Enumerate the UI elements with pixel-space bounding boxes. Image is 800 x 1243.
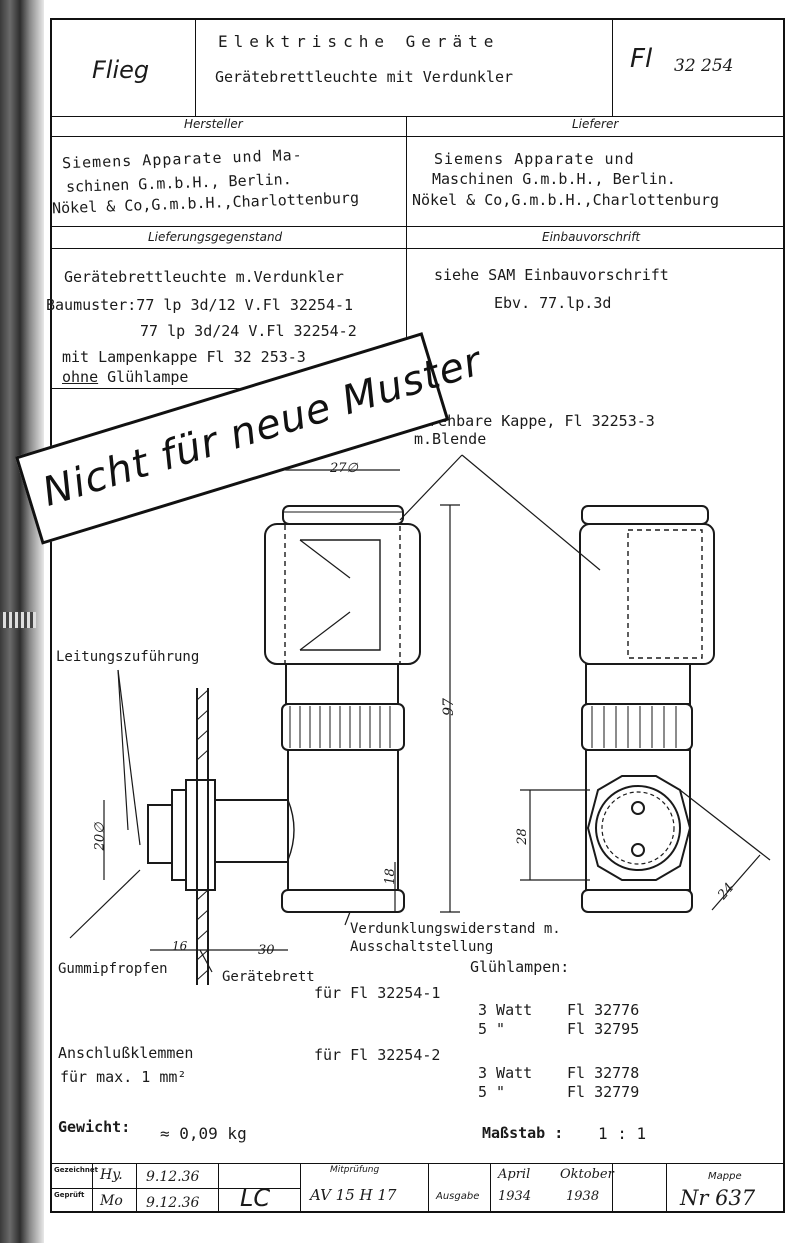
lamp-row-3-watt: 3 Watt: [478, 1064, 533, 1082]
ausgabe-month-1: April: [498, 1167, 531, 1182]
label-rule-2: [50, 248, 785, 249]
footer-sig-1: Hy.: [100, 1167, 123, 1183]
lieferer-line-3: Nökel & Co,G.m.b.H.,Charlottenburg: [412, 191, 720, 209]
footer-col-4: [300, 1163, 301, 1213]
dim-16: 16: [172, 939, 188, 953]
binder-mark: [0, 612, 36, 628]
section-rule-2: [50, 226, 785, 227]
header-divider-1: [195, 18, 196, 116]
lamps-heading: Glühlampen:: [470, 958, 570, 976]
item-line-5-rest: Glühlampe: [98, 368, 189, 386]
ausgabe-year-1: 1934: [498, 1189, 532, 1204]
mitpruefung-label: Mitprüfung: [330, 1165, 380, 1175]
massstab-value: 1 : 1: [598, 1124, 647, 1143]
document-title: Gerätebrettleuchte mit Verdunkler: [215, 68, 514, 86]
dim-97: 97: [440, 698, 457, 716]
hersteller-label: Hersteller: [184, 117, 243, 131]
gewicht-value: ≈ 0,09 kg: [160, 1124, 247, 1143]
mappe-value: Nr 637: [680, 1186, 756, 1210]
code-number: 32 254: [674, 56, 734, 76]
lamp-row-4-part: Fl 32779: [567, 1083, 640, 1101]
dim-30: 30: [258, 943, 275, 958]
ausgabe-month-2: Oktober: [560, 1167, 614, 1182]
footer-col-1: [92, 1163, 93, 1213]
lamps-group1-for: für Fl 32254-1: [314, 984, 441, 1002]
lieferungsgegenstand-label: Lieferungsgegenstand: [148, 230, 283, 244]
footer-date-1: 9.12.36: [146, 1169, 200, 1185]
lamp-row-2-watt: 5 ": [478, 1020, 506, 1038]
lamp-row-1-watt: 3 Watt: [478, 1001, 533, 1019]
category-title: Elektrische Geräte: [218, 32, 500, 51]
einbau-line-2: Ebv. 77.lp.3d: [494, 294, 612, 312]
dim-28: 28: [514, 828, 530, 845]
footer-col-5: [428, 1163, 429, 1213]
lieferer-line-2: Maschinen G.m.b.H., Berlin.: [432, 170, 676, 188]
footer-sig-2: Mo: [100, 1193, 123, 1209]
lamp-row-2-part: Fl 32795: [567, 1020, 640, 1038]
ohne-underlined: ohne: [62, 368, 99, 386]
einbau-line-1: siehe SAM Einbauvorschrift: [434, 266, 669, 284]
mitpruefung-signature: AV 15 H 17: [310, 1186, 397, 1204]
label-verdunklung-2: Ausschaltstellung: [350, 939, 494, 955]
item-line-5: ohne Glühlampe: [62, 370, 188, 385]
einbauvorschrift-label: Einbauvorschrift: [542, 230, 641, 244]
item-line-4: mit Lampenkappe Fl 32 253-3: [62, 348, 306, 366]
dim-27: 27∅: [330, 461, 358, 476]
header-divider-2: [612, 18, 613, 116]
code-prefix: Fl: [630, 44, 653, 74]
label-verdunklung-1: Verdunklungswiderstand m.: [350, 921, 561, 937]
callout-cap-line-1: drehbare Kappe, Fl 32253-3: [420, 412, 655, 430]
footer-row1-label: Gezeichnet: [54, 1166, 98, 1174]
lieferer-label: Lieferer: [572, 117, 619, 131]
dim-20: 20∅: [92, 822, 108, 851]
item-line-3: 77 lp 3d/24 V.Fl 32254-2: [140, 322, 357, 340]
gewicht-label: Gewicht:: [58, 1118, 131, 1136]
anschluss-line-2: für max. 1 mm²: [60, 1068, 187, 1086]
label-gummipfropfen: Gummipfropfen: [58, 961, 168, 977]
section-rule-3: [50, 388, 406, 389]
ausgabe-year-2: 1938: [566, 1189, 600, 1204]
label-rule-1: [50, 136, 785, 137]
footer-date-2: 9.12.36: [146, 1195, 200, 1211]
footer-col-8: [666, 1163, 667, 1213]
center-divider: [406, 116, 407, 388]
label-geraetebrett: Gerätebrett: [222, 969, 315, 985]
lamp-row-3-part: Fl 32778: [567, 1064, 640, 1082]
footer-col-2: [136, 1163, 137, 1213]
footer-col-3: [218, 1163, 219, 1213]
lamp-row-4-watt: 5 ": [478, 1083, 506, 1101]
dim-18: 18: [382, 868, 398, 885]
footer-initials: LC: [240, 1184, 271, 1212]
footer-mid-rule: [50, 1188, 300, 1189]
anschluss-line-1: Anschlußklemmen: [58, 1044, 194, 1062]
callout-cap-line-2: m.Blende: [414, 430, 487, 448]
footer-top-rule: [50, 1163, 785, 1164]
item-line-2: Baumuster:77 lp 3d/12 V.Fl 32254-1: [46, 296, 354, 314]
company-name: Flieg: [92, 56, 150, 84]
header-bottom-rule: [50, 116, 785, 117]
lieferer-line-1: Siemens Apparate und: [434, 150, 635, 168]
item-line-1: Gerätebrettleuchte m.Verdunkler: [64, 268, 344, 286]
lamps-group2-for: für Fl 32254-2: [314, 1046, 441, 1064]
label-leitungszufuehrung: Leitungszuführung: [56, 649, 200, 665]
ausgabe-label: Ausgabe: [436, 1191, 480, 1202]
sheet-frame: [50, 18, 785, 1213]
footer-col-6: [490, 1163, 491, 1213]
massstab-label: Maßstab :: [482, 1124, 564, 1142]
footer-row2-label: Geprüft: [54, 1191, 85, 1199]
lamp-row-1-part: Fl 32776: [567, 1001, 640, 1019]
footer-col-7: [612, 1163, 613, 1213]
mappe-label: Mappe: [708, 1171, 742, 1182]
